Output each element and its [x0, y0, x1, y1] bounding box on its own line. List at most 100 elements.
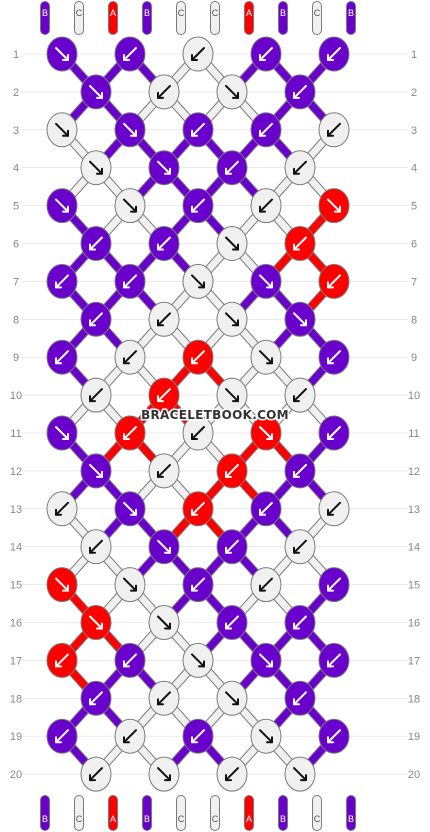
row-number-right: 7 — [411, 276, 417, 288]
knot — [80, 756, 112, 792]
arrow-down-right-icon — [225, 388, 239, 403]
knot — [216, 756, 248, 792]
arrowhead — [191, 584, 198, 592]
knot — [284, 150, 316, 186]
row-number-right: 2 — [411, 87, 417, 99]
arrowhead — [266, 433, 273, 440]
knot — [114, 263, 146, 299]
row-number-left: 7 — [13, 276, 19, 288]
knot — [318, 567, 350, 603]
arrowhead — [157, 319, 164, 327]
bottom-string-label: B — [280, 814, 286, 824]
arrowhead — [191, 54, 198, 61]
knot — [148, 756, 180, 792]
knot — [148, 150, 180, 186]
arrowhead — [259, 54, 266, 61]
knot — [182, 339, 214, 375]
knot — [182, 263, 214, 299]
arrowhead — [232, 319, 239, 327]
arrow-down-left-icon — [55, 350, 69, 365]
row-number-right: 14 — [408, 542, 420, 554]
knot — [284, 529, 316, 565]
arrow-down-left-icon — [55, 653, 69, 668]
knot — [318, 263, 350, 299]
arrowhead — [327, 129, 334, 137]
knot — [216, 74, 248, 110]
knot — [80, 605, 112, 640]
arrowhead — [293, 546, 300, 554]
knot — [318, 491, 350, 527]
knot — [284, 301, 316, 337]
row-number-right: 18 — [408, 693, 420, 705]
row-number-left: 6 — [13, 239, 19, 251]
row-number-right: 8 — [411, 314, 417, 326]
arrow-down-right-icon — [123, 122, 137, 137]
knot — [250, 188, 282, 224]
arrowhead — [123, 660, 130, 668]
arrow-down-right-icon — [55, 426, 69, 440]
arrowhead — [259, 205, 266, 213]
arrowhead — [123, 736, 130, 744]
arrow-down-left-icon — [89, 312, 103, 327]
bottom-string-label: B — [42, 814, 48, 824]
row-number-right: 17 — [408, 655, 420, 667]
arrowhead — [62, 129, 69, 137]
arrowhead — [157, 470, 164, 478]
arrow-down-left-icon — [327, 122, 341, 137]
arrowhead — [89, 243, 96, 251]
arrowhead — [327, 736, 334, 744]
knot — [114, 642, 146, 678]
arrow-down-left-icon — [89, 388, 103, 403]
knot — [114, 188, 146, 224]
arrow-down-left-icon — [327, 274, 341, 289]
row-number-right: 3 — [411, 125, 417, 137]
knot — [148, 301, 180, 337]
arrowhead — [225, 774, 232, 782]
arrow-down-left-icon — [225, 160, 239, 175]
knot — [250, 415, 282, 451]
arrow-down-left-icon — [293, 691, 307, 706]
arrow-down-left-icon — [293, 236, 307, 251]
knot — [114, 112, 146, 148]
bottom-string-label: B — [144, 814, 150, 824]
knot — [182, 36, 214, 72]
arrow-down-left-icon — [259, 577, 273, 592]
arrowhead — [55, 736, 62, 744]
arrowhead — [89, 395, 96, 403]
arrow-down-left-icon — [157, 84, 171, 99]
arrowhead — [130, 508, 137, 516]
arrow-down-left-icon — [55, 274, 69, 289]
knot — [46, 188, 78, 224]
arrowhead — [293, 91, 300, 99]
arrow-down-right-icon — [225, 84, 239, 99]
arrowhead — [157, 698, 164, 706]
arrowhead — [293, 622, 300, 630]
arrowhead — [62, 205, 69, 213]
knot — [46, 415, 78, 451]
arrowhead — [89, 774, 96, 782]
knot — [182, 642, 214, 678]
arrowhead — [259, 129, 266, 137]
row-number-left: 11 — [10, 428, 21, 440]
arrow-down-right-icon — [259, 426, 273, 440]
arrow-down-left-icon — [225, 463, 239, 478]
knot — [46, 36, 78, 72]
arrow-down-left-icon — [123, 729, 137, 744]
row-number-right: 16 — [408, 618, 420, 630]
knot — [318, 112, 350, 148]
arrow-down-left-icon — [327, 653, 341, 668]
arrowhead — [225, 546, 232, 554]
arrowhead — [123, 281, 130, 289]
arrowhead — [191, 508, 198, 516]
knot — [46, 718, 78, 754]
arrow-down-left-icon — [89, 691, 103, 706]
row-number-left: 13 — [10, 504, 22, 516]
arrowhead — [191, 129, 198, 137]
arrowhead — [198, 660, 205, 668]
arrowhead — [327, 508, 334, 516]
knot — [216, 605, 248, 640]
knot — [148, 74, 180, 110]
knot — [318, 339, 350, 375]
arrow-down-right-icon — [89, 160, 103, 175]
bottom-string-label: A — [110, 814, 116, 824]
